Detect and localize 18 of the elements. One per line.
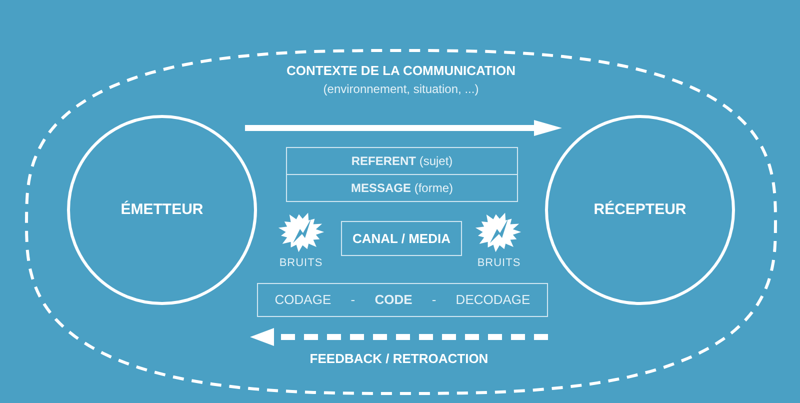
code-box [257, 283, 548, 317]
sender-circle [67, 115, 257, 305]
referent-label: REFERENT (sujet) [351, 153, 453, 170]
receiver-label: RÉCEPTEUR [594, 200, 686, 220]
feedback-label: FEEDBACK / RETROACTION [310, 351, 488, 367]
noise-label: BRUITS [279, 256, 323, 270]
arrow [245, 120, 562, 136]
context-subtitle: (environnement, situation, ...) [323, 81, 479, 97]
message-label: MESSAGE (forme) [350, 180, 453, 197]
code-label: CODAGE - CODE - DECODAGE [274, 291, 530, 310]
noise-label: BRUITS [477, 256, 521, 270]
message-box [286, 174, 518, 202]
referent-box [286, 147, 518, 175]
receiver-circle [545, 115, 735, 305]
channel-label: CANAL / MEDIA [352, 230, 450, 248]
context-title: CONTEXTE DE LA COMMUNICATION [286, 63, 516, 79]
sender-label: ÉMETTEUR [120, 200, 204, 220]
channel-box [341, 221, 462, 256]
